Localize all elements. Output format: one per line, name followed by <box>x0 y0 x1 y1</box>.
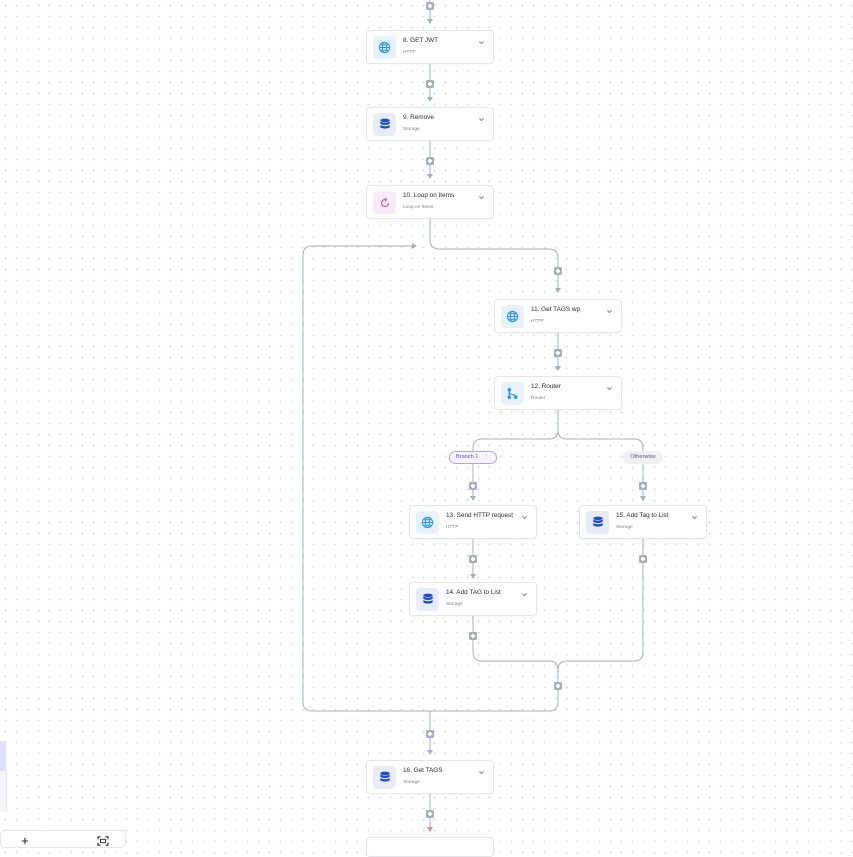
flow-step-send-http-request[interactable]: 13. Send HTTP request HTTP <box>409 505 537 539</box>
add-step-button[interactable] <box>426 810 434 818</box>
step-title: 15. Add Tag to List <box>616 512 669 519</box>
database-icon <box>373 113 396 136</box>
chevron-down-icon[interactable] <box>691 514 698 521</box>
step-subtitle: HTTP <box>531 319 544 324</box>
database-icon <box>416 588 439 611</box>
globe-icon <box>501 305 524 328</box>
step-title: 16. Get TAGS <box>403 767 443 774</box>
step-title: 14. Add TAG to List <box>446 589 501 596</box>
add-step-button[interactable] <box>426 80 434 88</box>
branch-name: Otherwise <box>630 454 656 460</box>
add-step-button[interactable] <box>554 349 562 357</box>
step-subtitle: Storage <box>403 127 420 132</box>
flow-step-loop-on-items[interactable]: 10. Loop on Items Loop on Items <box>366 185 494 219</box>
flow-step-get-tags-wp[interactable]: 11. Get TAGS wp HTTP <box>494 299 622 333</box>
zoom-in-icon[interactable] <box>21 837 29 845</box>
step-title: 10. Loop on Items <box>403 192 455 199</box>
canvas-toolbar <box>0 830 126 848</box>
chevron-down-icon[interactable] <box>478 116 485 123</box>
flow-step-router[interactable]: 12. Router Router <box>494 376 622 410</box>
flow-step-add-tag-to-list-14[interactable]: 14. Add TAG to List Storage <box>409 582 537 616</box>
step-subtitle: Router <box>531 396 546 401</box>
chevron-down-icon[interactable] <box>606 308 613 315</box>
add-step-button[interactable] <box>469 632 477 640</box>
add-step-button[interactable] <box>469 555 477 563</box>
step-title: 11. Get TAGS wp <box>531 306 581 313</box>
add-step-button[interactable] <box>426 2 434 10</box>
side-panel <box>0 771 7 812</box>
globe-icon <box>416 511 439 534</box>
globe-icon <box>373 36 396 59</box>
step-title: 12. Router <box>531 383 561 390</box>
step-title: 8. GET JWT <box>403 37 439 44</box>
flow-step-next[interactable] <box>366 837 494 857</box>
flow-step-get-jwt[interactable]: 8. GET JWT HTTP <box>366 30 494 64</box>
step-subtitle: Storage <box>403 780 420 785</box>
fit-to-screen-icon[interactable] <box>97 836 109 846</box>
flow-step-add-tag-to-list[interactable]: 15. Add Tag to List Storage <box>579 505 707 539</box>
router-icon <box>501 382 524 405</box>
chevron-down-icon[interactable] <box>521 591 528 598</box>
step-subtitle: Loop on Items <box>403 205 434 210</box>
chevron-down-icon[interactable] <box>478 769 485 776</box>
chevron-down-icon[interactable] <box>478 194 485 201</box>
more-options-icon[interactable]: ⋮ <box>483 454 489 460</box>
step-subtitle: Storage <box>446 602 463 607</box>
chevron-down-icon[interactable] <box>606 385 613 392</box>
add-step-button[interactable] <box>426 730 434 738</box>
chevron-down-icon[interactable] <box>478 39 485 46</box>
branch-otherwise-label[interactable]: Otherwise <box>623 451 663 464</box>
add-step-button[interactable] <box>554 682 562 690</box>
database-icon <box>373 766 396 789</box>
flow-step-get-tags[interactable]: 16. Get TAGS Storage <box>366 760 494 794</box>
loop-icon <box>373 191 396 214</box>
add-step-button[interactable] <box>426 157 434 165</box>
step-title: 9. Remove <box>403 114 434 121</box>
step-title: 13. Send HTTP request <box>446 512 514 519</box>
step-subtitle: HTTP <box>403 50 416 55</box>
database-icon <box>586 511 609 534</box>
side-panel-selected-item[interactable] <box>0 741 6 772</box>
add-step-button[interactable] <box>639 482 647 490</box>
add-step-button[interactable] <box>639 555 647 563</box>
step-subtitle: HTTP <box>446 525 459 530</box>
chevron-down-icon[interactable] <box>521 514 528 521</box>
add-step-button[interactable] <box>554 267 562 275</box>
add-step-button[interactable] <box>469 482 477 490</box>
branch-1-label[interactable]: Branch 1 ⋮ <box>449 451 497 464</box>
step-subtitle: Storage <box>616 525 633 530</box>
flow-step-remove[interactable]: 9. Remove Storage <box>366 107 494 141</box>
branch-name: Branch 1 <box>456 454 479 460</box>
